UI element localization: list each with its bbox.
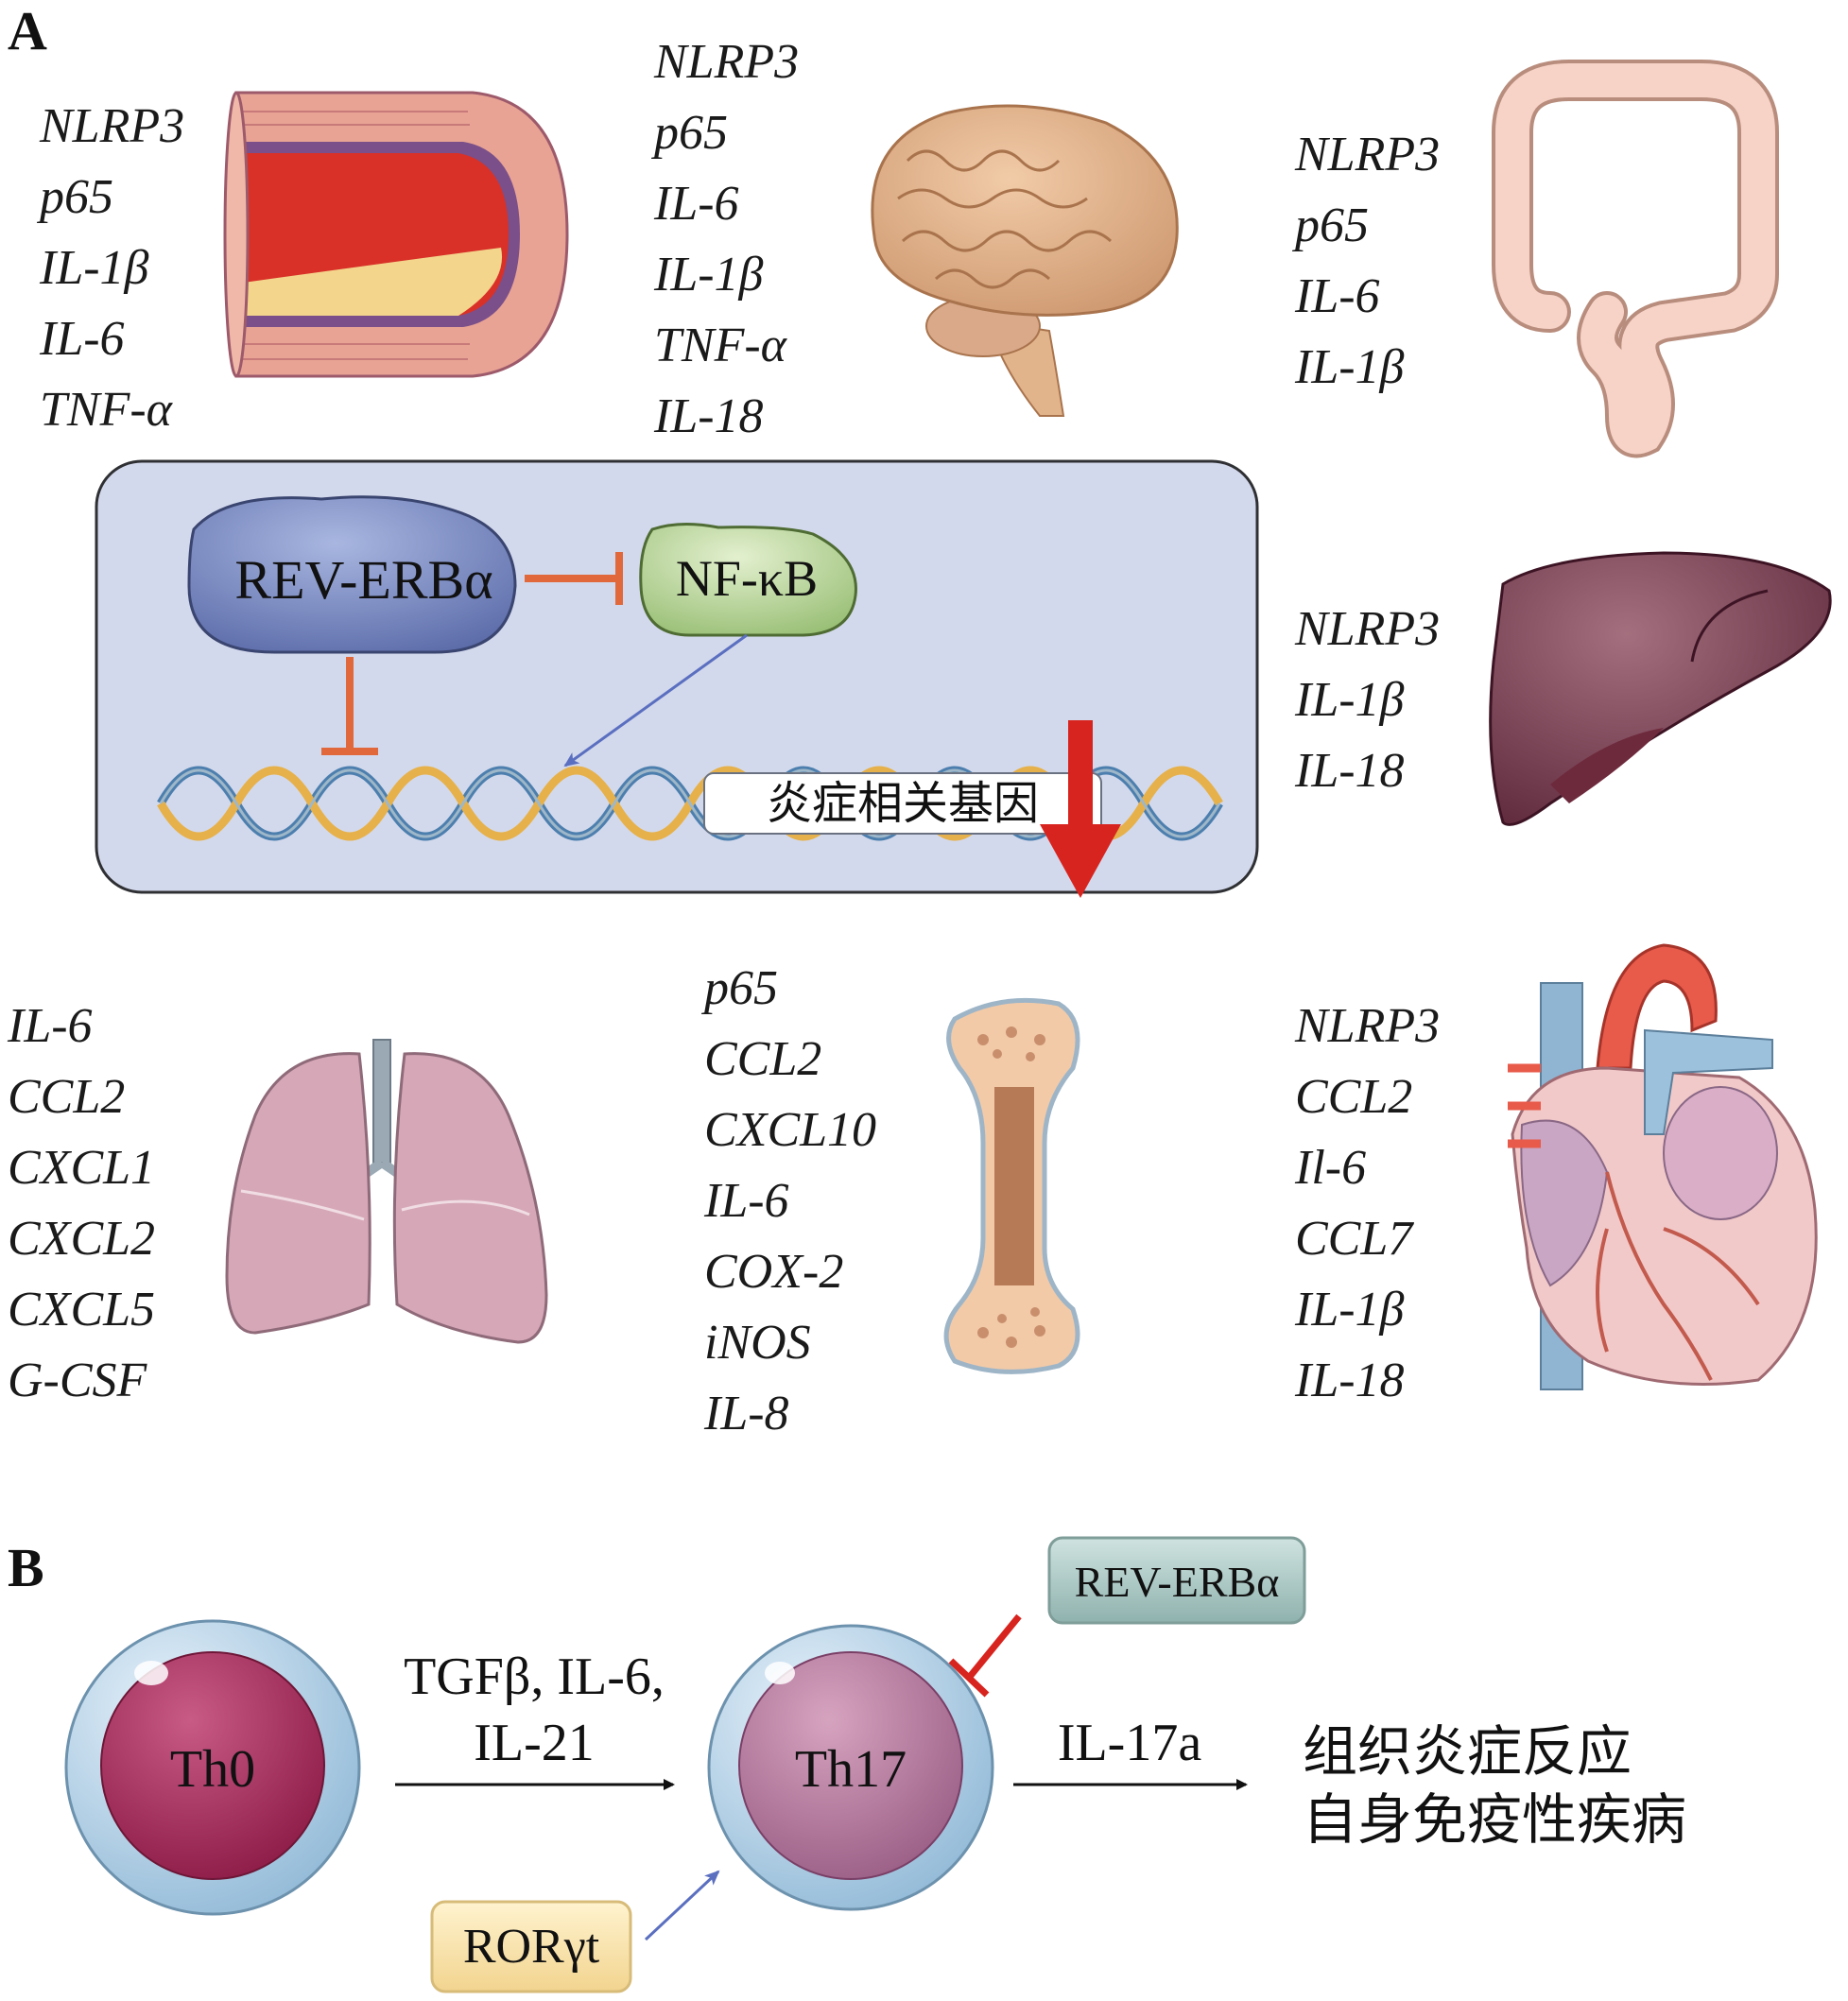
activate-arrow-dna — [563, 633, 748, 768]
heart-marker: CCL7 — [1295, 1212, 1414, 1266]
bone-marker-list: p65 CCL2 CXCL10 IL-6 COX-2 iNOS IL-8 — [700, 961, 876, 1440]
il17a-label: IL-17a — [1058, 1714, 1202, 1772]
artery-marker: NLRP3 — [39, 99, 184, 153]
gene-label: 炎症相关基因 — [767, 777, 1039, 830]
bone-marker: iNOS — [704, 1316, 811, 1370]
inhibit-arrow-nfkb — [525, 552, 623, 605]
liver-marker: IL-18 — [1294, 744, 1405, 798]
liver-marker: NLRP3 — [1294, 602, 1440, 656]
heart-marker: IL-18 — [1294, 1354, 1405, 1407]
rev-erb-box-b: REV-ERBα — [1047, 1536, 1306, 1625]
heart-marker: CCL2 — [1295, 1070, 1412, 1124]
heart-marker: IL-1β — [1294, 1283, 1405, 1337]
brain-marker: IL-18 — [653, 389, 764, 443]
colon-marker: NLRP3 — [1294, 128, 1440, 181]
th0-cell: Th0 — [64, 1619, 361, 1916]
rorgt-box: RORγt — [430, 1900, 632, 1993]
artery-icon — [223, 91, 569, 378]
brain-marker: IL-1β — [653, 248, 764, 302]
th17-label: Th17 — [795, 1740, 907, 1799]
liver-marker-list: NLRP3 IL-1β IL-18 — [1294, 602, 1440, 798]
dna-helix-icon: 炎症相关基因 — [157, 766, 1223, 841]
colon-icon — [1492, 60, 1779, 458]
panel-a-label: A — [8, 0, 47, 61]
heart-marker-list: NLRP3 CCL2 Il-6 CCL7 IL-1β IL-18 — [1294, 999, 1440, 1407]
lung-marker-list: IL-6 CCL2 CXCL1 CXCL2 CXCL5 G-CSF — [7, 999, 155, 1407]
bone-icon — [943, 997, 1080, 1374]
colon-marker: p65 — [1291, 198, 1369, 252]
panel-b-label: B — [8, 1537, 44, 1598]
inhibit-arrow-th17 — [948, 1613, 1022, 1698]
outcome-line2: 自身免疫性疾病 — [1303, 1787, 1686, 1852]
lung-marker: G-CSF — [8, 1354, 148, 1407]
lung-marker: CXCL2 — [8, 1212, 155, 1266]
rorgt-label: RORγt — [463, 1920, 600, 1974]
nfkb-protein: NF-κB — [639, 522, 857, 637]
colon-marker-list: NLRP3 p65 IL-6 IL-1β — [1291, 128, 1440, 394]
il17a-arrow: IL-17a — [1013, 1714, 1248, 1790]
artery-marker-list: NLRP3 p65 IL-1β IL-6 TNF-α — [36, 99, 184, 437]
colon-marker: IL-6 — [1294, 269, 1380, 323]
artery-marker: IL-6 — [39, 312, 125, 366]
th0-label: Th0 — [170, 1740, 255, 1799]
outcome-text: 组织炎症反应 自身免疫性疾病 — [1303, 1719, 1686, 1852]
liver-marker: IL-1β — [1294, 673, 1405, 727]
nfkb-label: NF-κB — [676, 550, 818, 607]
mechanism-box: 炎症相关基因 REV-ERBα NF-κB — [95, 459, 1259, 894]
bone-marker: COX-2 — [704, 1245, 843, 1299]
lung-marker: CXCL1 — [8, 1141, 155, 1195]
bone-marker: IL-6 — [703, 1174, 789, 1228]
heart-marker: Il-6 — [1294, 1141, 1366, 1195]
liver-icon — [1489, 551, 1832, 826]
heart-icon — [1508, 943, 1818, 1390]
lung-marker: CXCL5 — [8, 1283, 155, 1337]
colon-marker: IL-1β — [1294, 340, 1405, 394]
inhibit-arrow-dna — [321, 657, 378, 755]
cytokine-label-line1: TGFβ, IL-6, — [404, 1647, 665, 1706]
brain-marker: NLRP3 — [653, 35, 799, 89]
brain-marker: IL-6 — [653, 177, 739, 231]
down-regulation-arrow-icon — [1040, 720, 1121, 898]
bone-marker: p65 — [700, 961, 778, 1015]
heart-marker: NLRP3 — [1294, 999, 1440, 1053]
cytokine-label-line2: IL-21 — [474, 1714, 595, 1772]
lung-marker: CCL2 — [8, 1070, 125, 1124]
lungs-icon — [225, 1039, 548, 1344]
artery-marker: IL-1β — [39, 241, 149, 295]
artery-marker: TNF-α — [40, 383, 174, 437]
rev-erb-protein: REV-ERBα — [187, 495, 517, 654]
lung-marker: IL-6 — [7, 999, 93, 1053]
artery-marker: p65 — [36, 170, 113, 224]
bone-marker: CXCL10 — [704, 1103, 876, 1157]
brain-marker-list: NLRP3 p65 IL-6 IL-1β TNF-α IL-18 — [650, 35, 799, 443]
bone-marker: IL-8 — [703, 1387, 789, 1440]
rev-erb-label-b: REV-ERBα — [1075, 1558, 1280, 1606]
rev-erb-label: REV-ERBα — [234, 549, 492, 611]
differentiation-arrow: TGFβ, IL-6, IL-21 — [395, 1647, 675, 1790]
brain-icon — [871, 104, 1179, 417]
bone-marker: CCL2 — [704, 1032, 821, 1086]
th17-cell: Th17 — [707, 1624, 994, 1911]
brain-marker: TNF-α — [654, 319, 788, 372]
brain-marker: p65 — [650, 106, 728, 160]
activate-arrow-th17 — [644, 1870, 720, 1941]
outcome-line1: 组织炎症反应 — [1303, 1719, 1632, 1784]
